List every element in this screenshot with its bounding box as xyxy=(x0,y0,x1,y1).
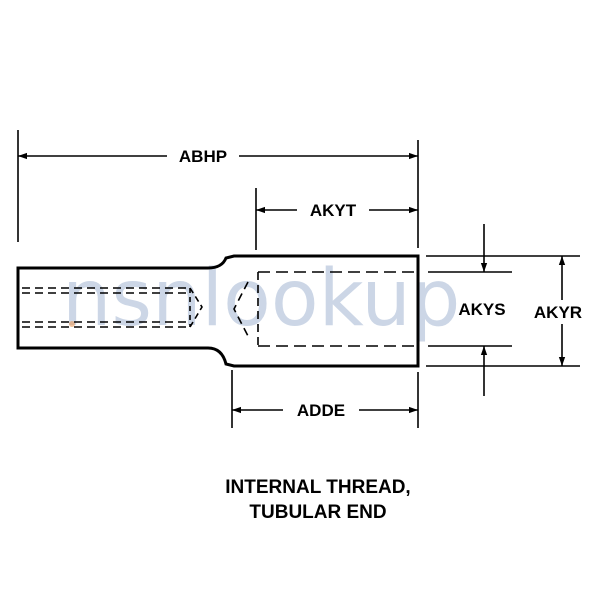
dimension-label-akyt: AKYT xyxy=(310,201,357,220)
dimension-label-abhp: ABHP xyxy=(179,147,227,166)
caption-line-1: INTERNAL THREAD, xyxy=(225,477,410,498)
dimension-label-adde: ADDE xyxy=(297,401,345,420)
dimension-abhp: ABHP xyxy=(18,147,418,166)
dimension-label-akyr: AKYR xyxy=(534,303,582,322)
extension-lines xyxy=(17,130,580,428)
dimension-adde: ADDE xyxy=(232,401,418,420)
dimension-akyr: AKYR xyxy=(534,256,582,366)
watermark-dot xyxy=(69,321,75,327)
dimension-akys: AKYS xyxy=(458,224,506,396)
dimension-akyt: AKYT xyxy=(256,201,418,220)
caption-line-2: TUBULAR END xyxy=(249,502,386,523)
part-outline xyxy=(16,254,420,368)
small-end-hidden-lines xyxy=(22,287,203,328)
large-end-hidden-lines xyxy=(233,271,418,347)
dimension-label-akys: AKYS xyxy=(458,300,505,319)
